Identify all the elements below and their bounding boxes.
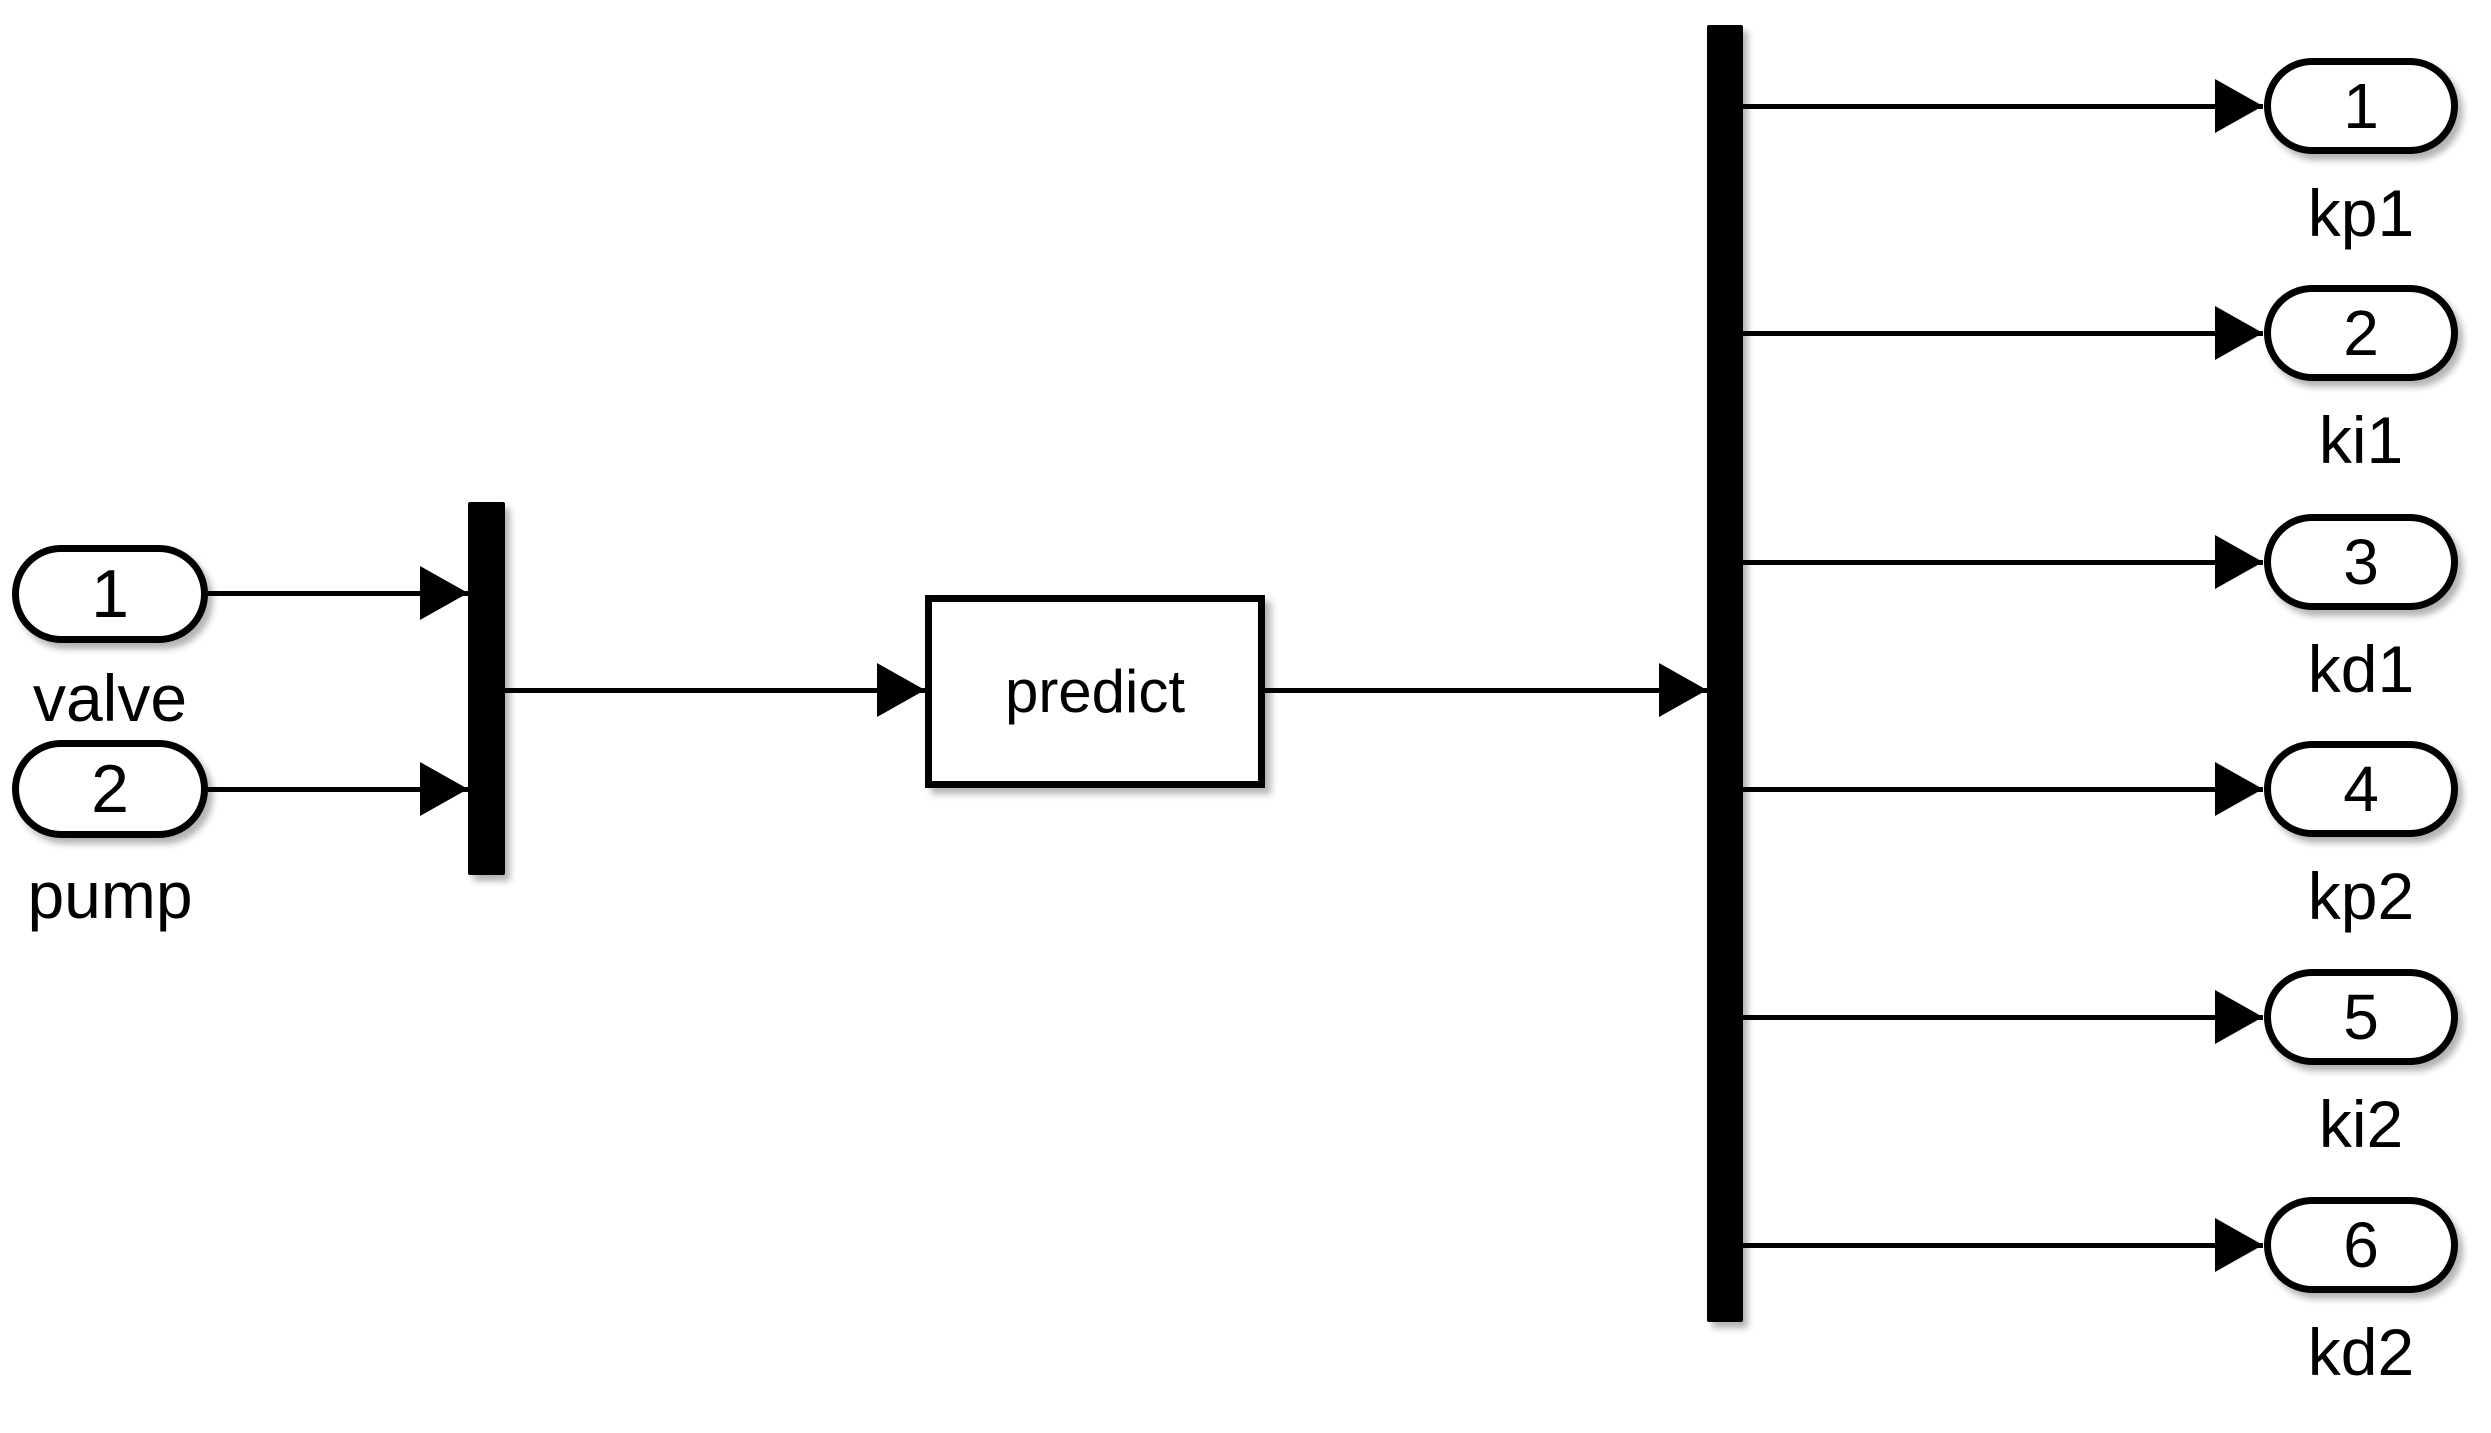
demux-block[interactable] [1707, 25, 1743, 1322]
outport-number-ki1: 2 [2343, 297, 2379, 369]
arrowhead-icon [420, 762, 468, 816]
inport-label-pump[interactable]: pump [27, 858, 193, 932]
signal-line-demux-to-kd2[interactable] [1743, 1243, 2263, 1248]
predict-block[interactable]: predict [925, 595, 1265, 788]
outport-label-kp1[interactable]: kp1 [2307, 176, 2415, 250]
outport-block-ki2[interactable]: 5 [2264, 969, 2458, 1065]
signal-line-demux-to-ki2[interactable] [1743, 1015, 2263, 1020]
outport-number-kp2: 4 [2343, 753, 2379, 825]
predict-block-label: predict [1004, 657, 1186, 725]
signal-line-predict-to-demux[interactable] [1265, 688, 1707, 693]
arrowhead-icon [2215, 535, 2263, 589]
mux-block[interactable] [468, 502, 505, 875]
signal-line-valve-to-mux[interactable] [208, 591, 468, 596]
signal-line-demux-to-kp1[interactable] [1743, 104, 2263, 109]
arrowhead-icon [2215, 306, 2263, 360]
arrowhead-icon [877, 663, 925, 717]
inport-block-valve[interactable]: 1 [12, 545, 208, 643]
outport-number-kd2: 6 [2343, 1209, 2379, 1281]
outport-label-ki2[interactable]: ki2 [2318, 1087, 2404, 1161]
outport-block-ki1[interactable]: 2 [2264, 285, 2458, 381]
arrowhead-icon [420, 566, 468, 620]
outport-number-kd1: 3 [2343, 526, 2379, 598]
arrowhead-icon [1659, 663, 1707, 717]
outport-label-kd2[interactable]: kd2 [2307, 1315, 2415, 1389]
inport-number-pump: 2 [91, 751, 129, 827]
arrowhead-icon [2215, 762, 2263, 816]
signal-line-demux-to-ki1[interactable] [1743, 331, 2263, 336]
outport-number-ki2: 5 [2343, 981, 2379, 1053]
arrowhead-icon [2215, 1218, 2263, 1272]
outport-number-kp1: 1 [2343, 70, 2379, 142]
arrowhead-icon [2215, 79, 2263, 133]
outport-block-kp2[interactable]: 4 [2264, 741, 2458, 837]
outport-label-kp2[interactable]: kp2 [2307, 859, 2415, 933]
signal-line-mux-to-predict[interactable] [505, 688, 925, 693]
outport-label-ki1[interactable]: ki1 [2318, 403, 2404, 477]
inport-label-valve[interactable]: valve [32, 661, 188, 735]
outport-label-kd1[interactable]: kd1 [2307, 632, 2415, 706]
outport-block-kd1[interactable]: 3 [2264, 514, 2458, 610]
signal-line-pump-to-mux[interactable] [208, 787, 468, 792]
inport-block-pump[interactable]: 2 [12, 740, 208, 838]
signal-line-demux-to-kp2[interactable] [1743, 787, 2263, 792]
signal-line-demux-to-kd1[interactable] [1743, 560, 2263, 565]
outport-block-kd2[interactable]: 6 [2264, 1197, 2458, 1293]
outport-block-kp1[interactable]: 1 [2264, 58, 2458, 154]
arrowhead-icon [2215, 990, 2263, 1044]
inport-number-valve: 1 [91, 556, 129, 632]
